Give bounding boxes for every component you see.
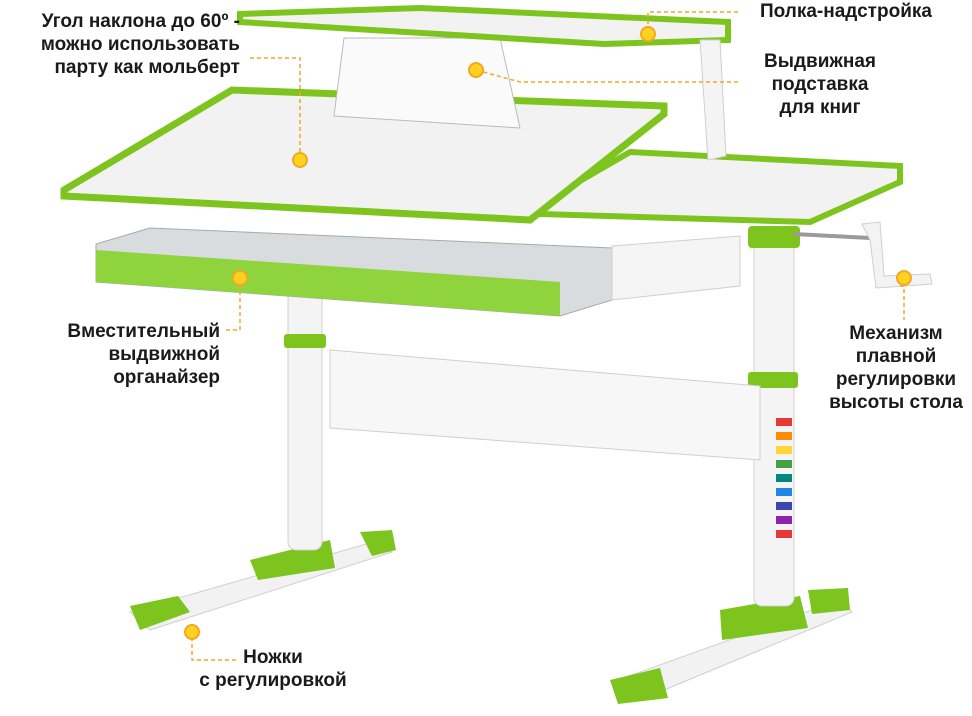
legs-line-2: с регулировкой — [199, 670, 347, 691]
mechanism-line-4: высоты стола — [829, 392, 963, 413]
mechanism-callout: Механизм плавной регулировки высоты стол… — [822, 322, 970, 414]
shelf-line-1: Полка-надстройка — [760, 1, 932, 22]
shelf-callout: Полка-надстройка — [760, 0, 966, 23]
organizer-callout: Вместительный выдвижной органайзер — [0, 320, 220, 389]
organizer-line-2: выдвижной — [108, 344, 220, 365]
organizer-line-3: органайзер — [113, 367, 220, 388]
callout-lines — [191, 11, 905, 661]
right-leg — [748, 226, 800, 607]
mechanism-line-1: Механизм — [849, 323, 943, 344]
top-shelf — [237, 4, 731, 161]
legs-line-1: Ножки — [243, 647, 303, 668]
tilt-line-1: Угол наклона до 60º - — [41, 11, 240, 32]
bookstand-line-2: подставка — [771, 74, 869, 95]
sun-marker-icon — [184, 26, 912, 640]
tilt-callout: Угол наклона до 60º - можно использовать… — [0, 10, 240, 79]
bookstand-callout: Выдвижная подставка для книг — [742, 50, 898, 119]
organizer-line-1: Вместительный — [67, 321, 220, 342]
bookstand-line-3: для книг — [779, 97, 861, 118]
height-scale — [776, 418, 792, 538]
crossbar-panel — [329, 349, 761, 461]
mechanism-line-2: плавной — [855, 346, 937, 367]
bookstand-line-1: Выдвижная — [764, 51, 876, 72]
left-foot — [128, 530, 396, 631]
book-stand — [333, 37, 521, 129]
drawer-organizer — [95, 227, 741, 317]
right-foot — [610, 588, 853, 704]
legs-callout: Ножки с регулировкой — [180, 646, 366, 692]
left-leg — [284, 289, 326, 551]
tilt-line-3: парту как мольберт — [54, 57, 240, 78]
tilt-line-2: можно использовать — [40, 34, 240, 55]
mechanism-line-3: регулировки — [835, 369, 957, 390]
crank-handle — [793, 221, 933, 289]
